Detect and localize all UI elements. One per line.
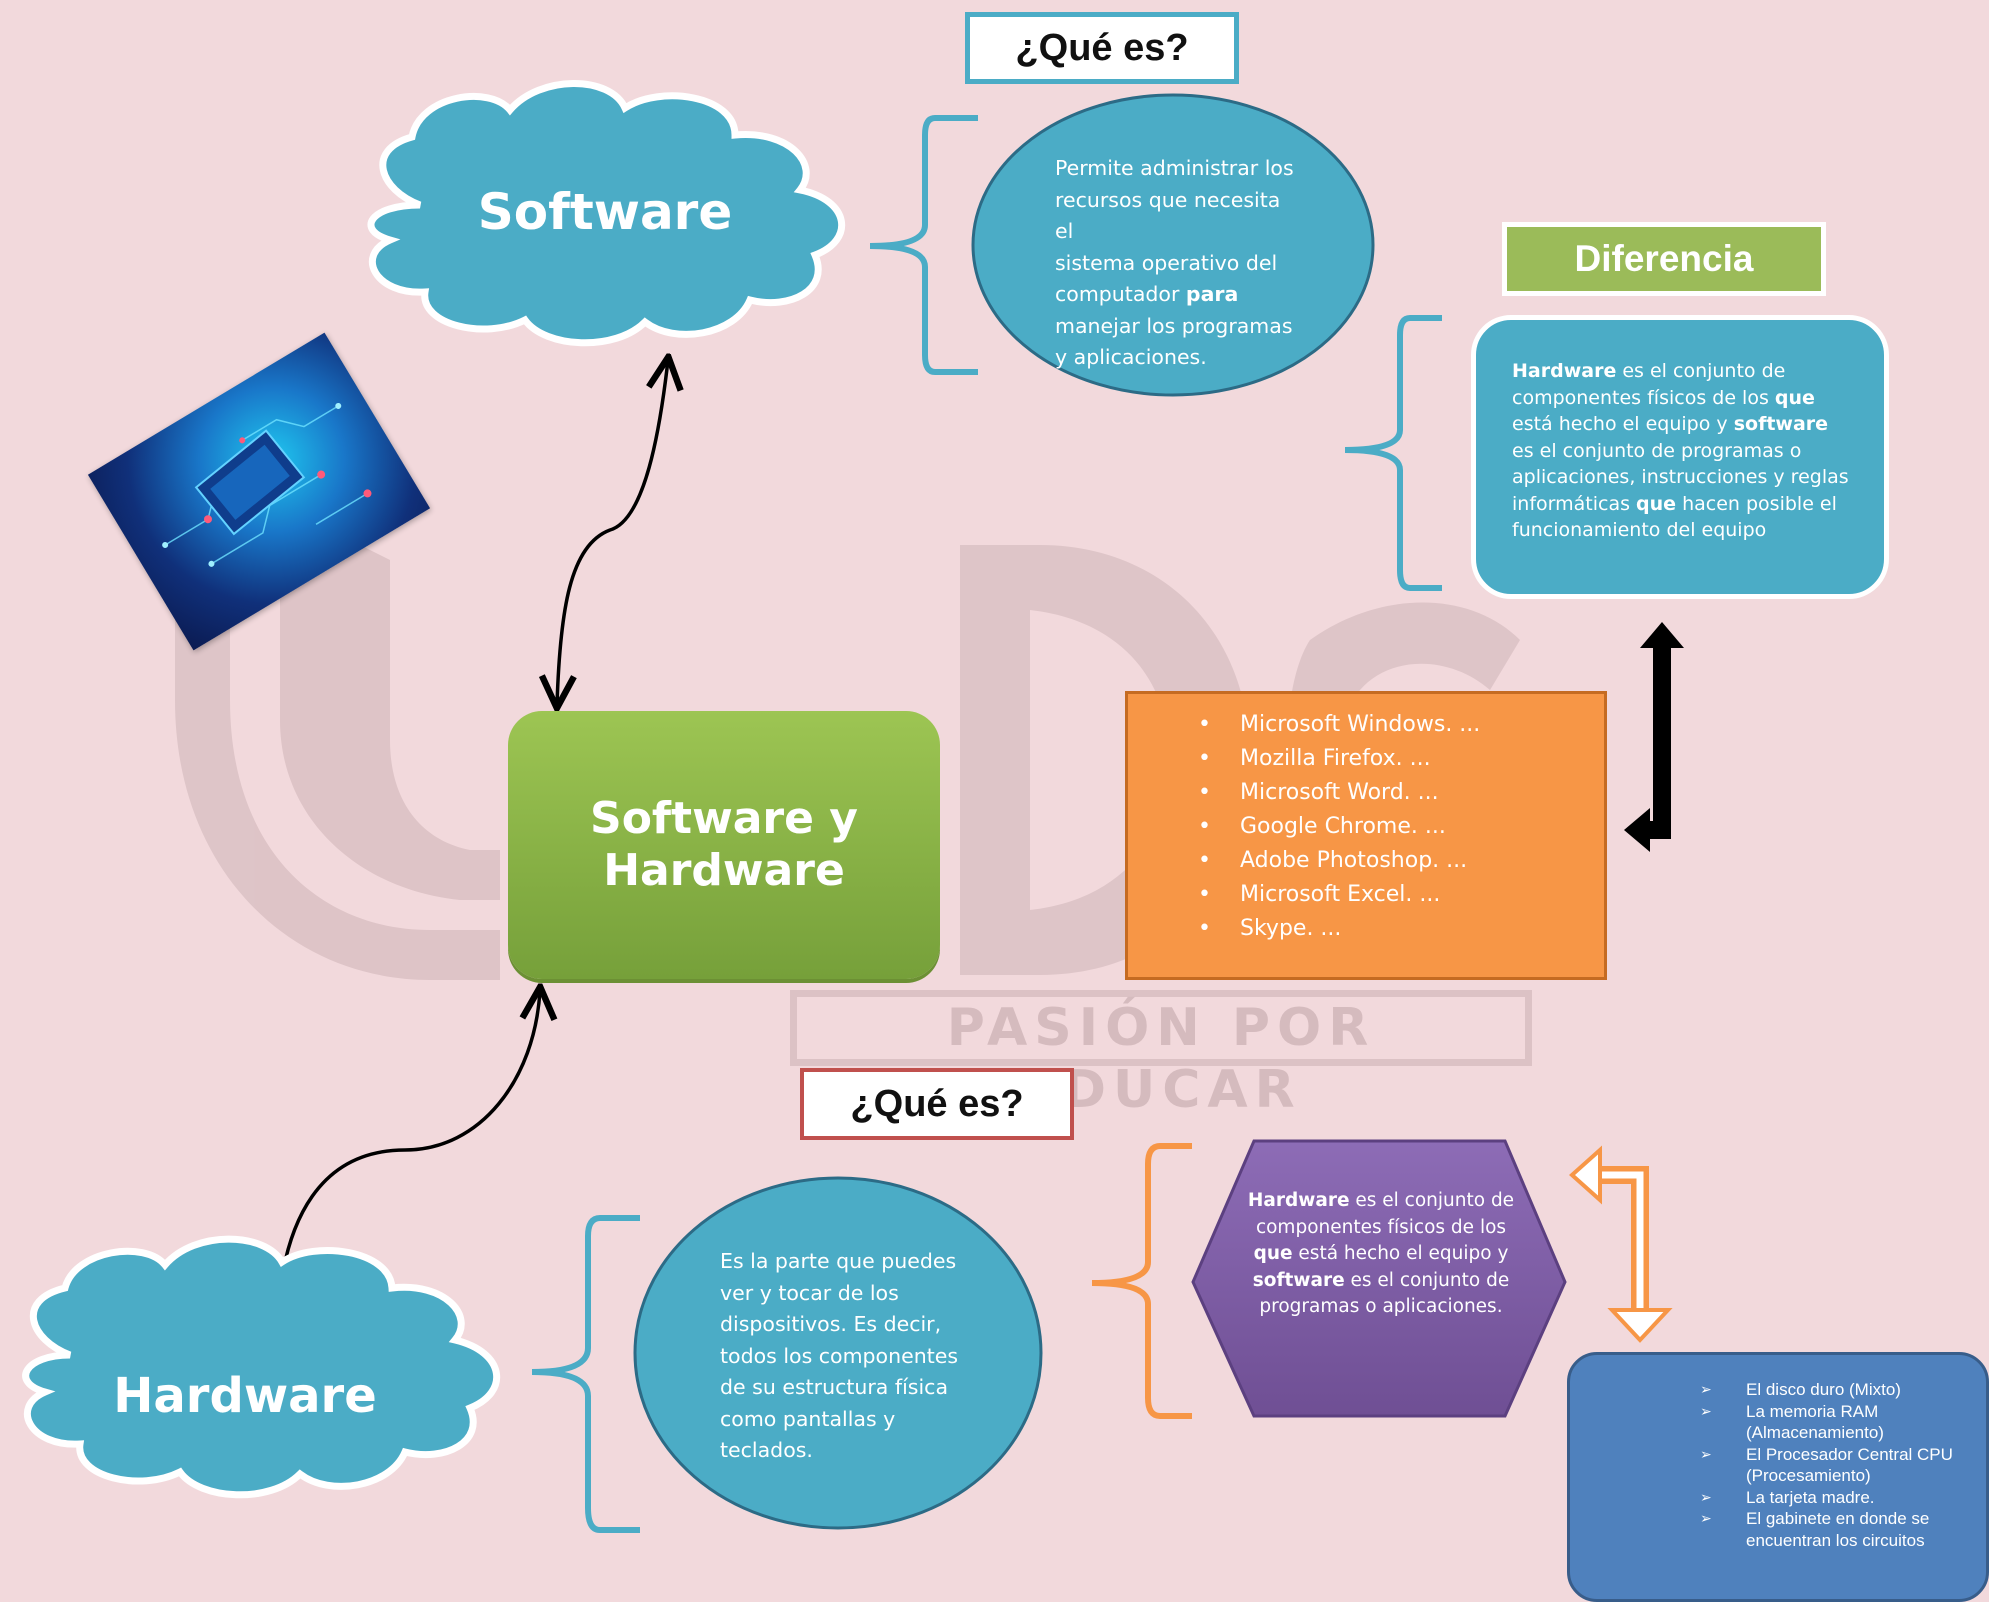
software-example-item: Microsoft Windows. ... bbox=[1198, 708, 1604, 742]
software-examples-box: Microsoft Windows. ... Mozilla Firefox. … bbox=[1125, 691, 1607, 980]
software-example-item: Adobe Photoshop. ... bbox=[1198, 844, 1604, 878]
bracket-hardware bbox=[531, 1215, 640, 1533]
hardware-node-label: Hardware bbox=[113, 1368, 377, 1424]
connector-center-hardware bbox=[278, 990, 540, 1310]
hardware-components-box: El disco duro (Mixto) La memoria RAM (Al… bbox=[1567, 1352, 1989, 1602]
hexagon-bold: software bbox=[1252, 1269, 1345, 1291]
hardware-definition-line: teclados. bbox=[720, 1438, 813, 1462]
hexagon-shape bbox=[1191, 1139, 1567, 1418]
circuit-graphic bbox=[162, 402, 372, 567]
software-definition-line: sistema operativo del bbox=[1055, 250, 1278, 275]
hardware-component-item: El disco duro (Mixto) bbox=[1700, 1379, 1970, 1401]
central-topic-label: Software y Hardware bbox=[590, 793, 858, 897]
software-definition-line: computador para bbox=[1055, 279, 1305, 311]
central-topic: Software y Hardware bbox=[508, 711, 940, 979]
hardware-definition-line: dispositivos. Es decir, bbox=[720, 1312, 942, 1336]
bracket-hexagon bbox=[1091, 1143, 1192, 1419]
hexagon-text: Hardware es el conjunto de componentes f… bbox=[1238, 1188, 1524, 1370]
software-que-es-label: ¿Qué es? bbox=[1015, 26, 1189, 69]
diferencia-tag: Diferencia bbox=[1502, 222, 1826, 296]
diferencia-label: Diferencia bbox=[1574, 238, 1754, 279]
hardware-cloud-shape bbox=[22, 1235, 501, 1499]
difference-bold: que bbox=[1774, 386, 1815, 409]
hardware-definition-line: todos los componentes bbox=[720, 1343, 959, 1368]
elbow-arrow-black bbox=[1624, 622, 1684, 852]
hardware-definition-line: de su estructura física bbox=[720, 1375, 949, 1399]
hardware-component-item: La memoria RAM (Almacenamiento) bbox=[1700, 1401, 1970, 1444]
hexagon-plain: está hecho el equipo y bbox=[1292, 1243, 1509, 1264]
software-oval-shape bbox=[971, 93, 1375, 397]
software-cloud-shape bbox=[367, 80, 846, 347]
hexagon-bold: Hardware bbox=[1247, 1190, 1350, 1211]
hardware-component-item: El Procesador Central CPU (Procesamiento… bbox=[1700, 1444, 1970, 1487]
difference-bold: software bbox=[1733, 413, 1829, 435]
hardware-components-list: El disco duro (Mixto) La memoria RAM (Al… bbox=[1700, 1379, 1970, 1551]
hardware-definition-line: ver y tocar de los bbox=[720, 1280, 899, 1305]
central-topic-line: Software y bbox=[590, 793, 858, 844]
software-example-item: Google Chrome. ... bbox=[1198, 810, 1604, 844]
software-definition-bold-word: para bbox=[1185, 282, 1239, 306]
software-definition-line: manejar los programas bbox=[1055, 313, 1293, 338]
software-definition-line: Permite administrar los bbox=[1055, 156, 1294, 180]
central-topic-line: Hardware bbox=[603, 845, 845, 896]
hardware-definition-line: Es la parte que puedes bbox=[720, 1249, 957, 1273]
hexagon-plain: es el conjunto de programas o aplicacion… bbox=[1259, 1269, 1510, 1318]
hardware-que-es-label: ¿Qué es? bbox=[850, 1082, 1024, 1125]
difference-bold: Hardware bbox=[1512, 360, 1617, 382]
connector-software-center bbox=[557, 360, 668, 705]
software-definition-word: computador bbox=[1055, 282, 1180, 306]
software-definition-line: y aplicaciones. bbox=[1055, 345, 1207, 369]
difference-text: está hecho el equipo y bbox=[1512, 413, 1734, 435]
difference-box: Hardware es el conjunto de componentes f… bbox=[1471, 315, 1889, 599]
hardware-que-es-tag: ¿Qué es? bbox=[800, 1068, 1074, 1140]
hardware-definition: Es la parte que puedes ver y tocar de lo… bbox=[720, 1246, 970, 1467]
hardware-oval-shape bbox=[633, 1176, 1043, 1530]
technology-photo bbox=[87, 332, 431, 651]
hexagon-bold: que bbox=[1253, 1243, 1293, 1264]
software-example-item: Microsoft Word. ... bbox=[1198, 776, 1604, 810]
hexagon-plain: es el conjunto de componentes físicos de… bbox=[1255, 1190, 1515, 1238]
software-example-item: Skype. ... bbox=[1198, 912, 1604, 946]
hardware-component-item: El gabinete en donde se encuentran los c… bbox=[1700, 1508, 1970, 1551]
software-definition: Permite administrar los recursos que nec… bbox=[1055, 153, 1305, 374]
elbow-arrow-orange bbox=[1568, 1145, 1673, 1343]
software-example-item: Microsoft Excel. ... bbox=[1198, 878, 1604, 912]
difference-bold: que bbox=[1636, 492, 1677, 515]
software-examples-list: Microsoft Windows. ... Mozilla Firefox. … bbox=[1198, 708, 1604, 946]
difference-text: es el conjunto de componentes físicos de… bbox=[1512, 360, 1786, 409]
difference-text: es el conjunto de programas o aplicacion… bbox=[1512, 439, 1849, 515]
difference-text: hacen posible el funcionamiento del equi… bbox=[1512, 492, 1837, 542]
hardware-definition-line: como pantallas y bbox=[720, 1406, 896, 1431]
hardware-component-item: La tarjeta madre. bbox=[1700, 1487, 1970, 1509]
software-example-item: Mozilla Firefox. ... bbox=[1198, 742, 1604, 776]
software-que-es-tag: ¿Qué es? bbox=[965, 12, 1239, 84]
watermark-slogan: PASIÓN POR EDUCAR bbox=[790, 990, 1532, 1120]
bracket-software bbox=[869, 115, 978, 375]
bracket-diferencia bbox=[1344, 315, 1442, 591]
software-definition-line: recursos que necesita el bbox=[1055, 187, 1281, 244]
software-node-label: Software bbox=[477, 183, 733, 241]
